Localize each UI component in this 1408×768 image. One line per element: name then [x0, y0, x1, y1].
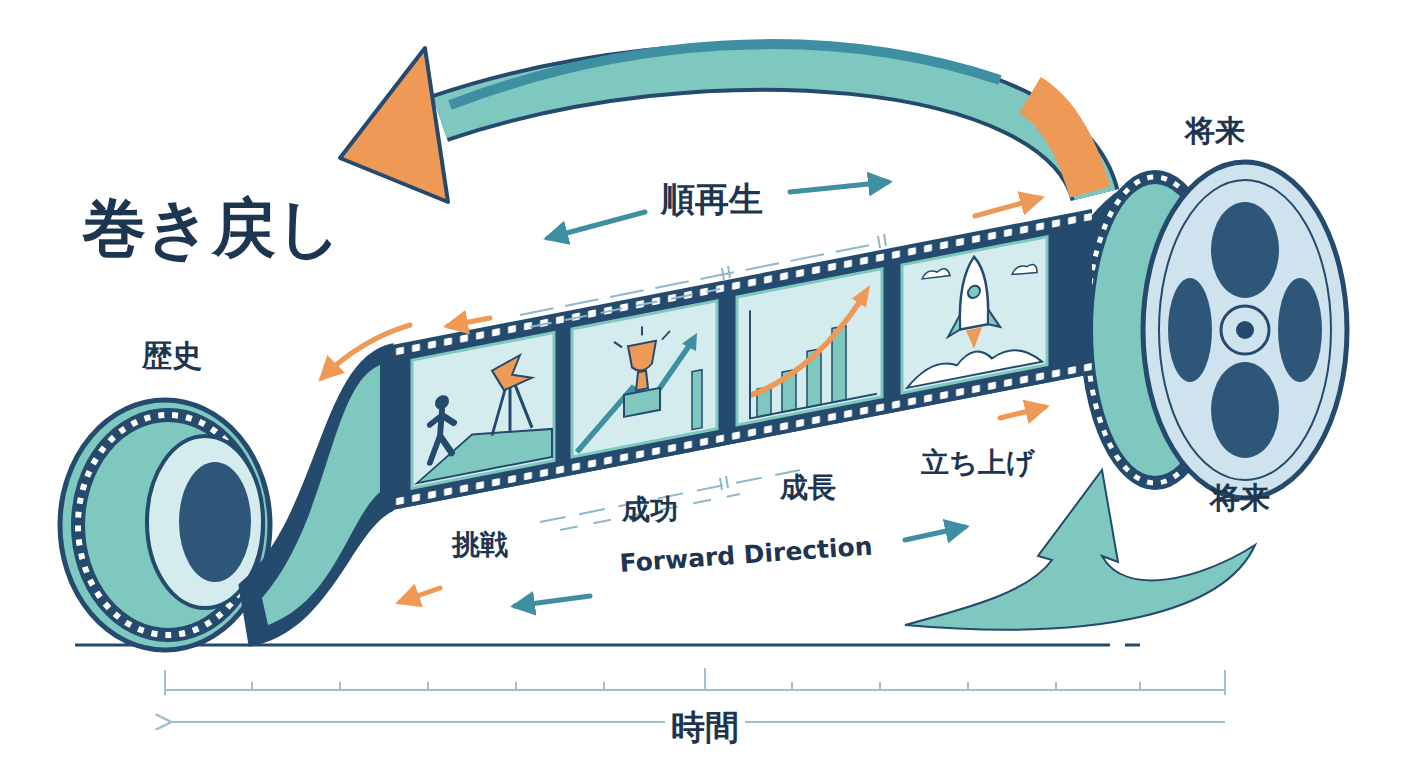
rewind-arrow — [340, 44, 1095, 202]
forward-direction-arrow — [905, 527, 965, 540]
bar — [692, 370, 702, 430]
film-strip-body — [392, 209, 1092, 510]
film-strip — [392, 209, 1092, 510]
trophy-cup — [628, 341, 656, 373]
rocket-window — [968, 285, 980, 299]
rewind-direction-arrow — [515, 596, 590, 606]
chart-axes — [750, 286, 877, 419]
rewind-arc-outline — [440, 67, 1095, 195]
film-strip-curve-inner — [262, 365, 380, 625]
rocket-body — [960, 254, 988, 330]
film-frame — [902, 237, 1047, 393]
film-frame — [737, 269, 882, 425]
chart-trend — [750, 299, 862, 396]
guide-dash — [560, 494, 740, 530]
podium — [624, 388, 660, 417]
forward-direction-arrow — [1000, 407, 1045, 418]
diagram-title: 巻き戻し — [82, 193, 342, 263]
flag — [492, 353, 532, 393]
success-icon — [577, 315, 702, 452]
reel-cutout — [1278, 278, 1322, 382]
forward-direction-arrow — [975, 198, 1040, 216]
roll-hole — [179, 462, 251, 582]
reel-label: 歴史 — [136, 339, 208, 372]
reel-cutout — [1168, 278, 1212, 382]
rocket-flame — [966, 327, 982, 350]
rewind-arc-stripe — [450, 44, 1000, 105]
direction-label: 順再生 — [655, 181, 769, 218]
reel-label: 将来 — [1179, 114, 1251, 147]
small-cloud — [922, 250, 1037, 295]
guide-dash — [520, 243, 880, 315]
rewind-direction-arrow — [448, 318, 490, 326]
roll-outer — [60, 400, 270, 650]
frame-label: 挑戦 — [446, 530, 514, 561]
reel-hub — [1221, 306, 1269, 354]
frame-label: 立ち上げ — [915, 448, 1041, 479]
direction-label: Forward Direction — [613, 532, 880, 578]
direction-arrows — [322, 182, 1045, 606]
rewind-arrowhead — [340, 48, 448, 202]
rewind-arc-band — [440, 67, 1095, 195]
trophy-stem — [636, 370, 648, 390]
reel-face — [1143, 162, 1347, 498]
frame-label: 成長 — [774, 473, 842, 504]
forward-direction-arrow — [790, 182, 888, 192]
ground-line — [1125, 644, 1140, 647]
guide-dashes — [520, 234, 886, 530]
rewind-direction-arrow — [322, 325, 410, 378]
rewind-arc-tail — [1030, 95, 1090, 192]
guide-tick — [720, 234, 886, 490]
reel-rim — [1159, 180, 1331, 480]
reel-label: 将来 — [1204, 481, 1276, 514]
reel-axle — [1236, 321, 1254, 339]
challenge-icon — [417, 349, 552, 483]
future-film-reel — [1080, 162, 1347, 498]
ruler-line — [165, 689, 1225, 691]
rewind-direction-arrow — [548, 212, 645, 238]
axis-label: 時間 — [665, 709, 745, 746]
trophy-shine — [614, 321, 670, 349]
history-film-roll — [60, 400, 270, 650]
ruler-ticks — [165, 668, 1225, 695]
climber-body — [430, 408, 454, 463]
ground-line — [75, 644, 1110, 647]
reel-cutout — [1211, 362, 1279, 458]
film-frame — [412, 333, 554, 489]
frame-label: 成功 — [616, 495, 684, 526]
growth-arrowhead — [682, 333, 697, 354]
launch-icon — [907, 244, 1042, 388]
guide-dash — [530, 289, 720, 327]
growth-icon — [750, 284, 877, 419]
reel-cutout — [1211, 202, 1279, 298]
film-frame — [572, 301, 717, 457]
film-strip-curve — [240, 345, 392, 645]
rewind-direction-arrow — [400, 588, 440, 602]
chart-trend-head — [852, 285, 870, 310]
growth-swoosh — [905, 470, 1255, 630]
